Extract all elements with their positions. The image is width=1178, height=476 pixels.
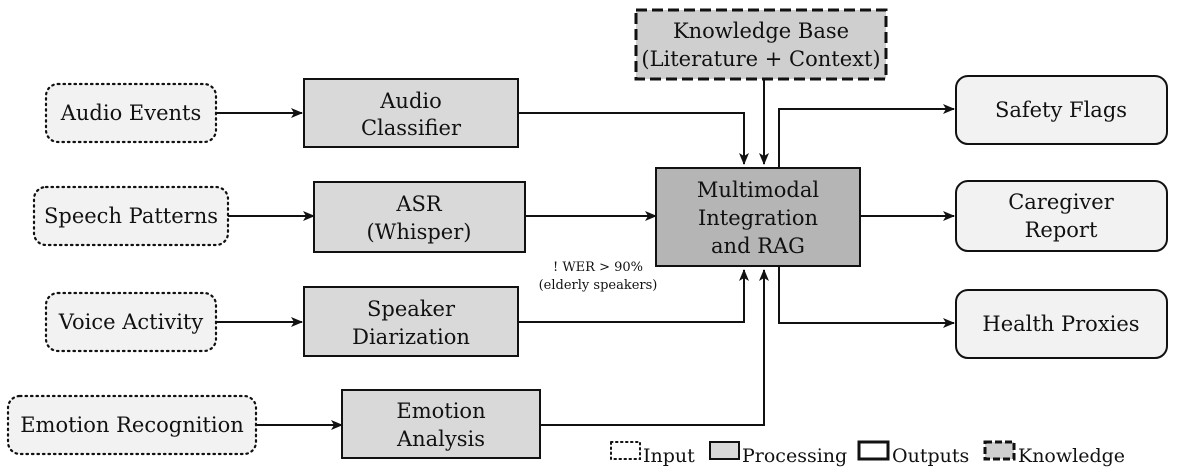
- audio-classifier-label-line2: Classifier: [361, 116, 462, 140]
- asr-label-line2: (Whisper): [367, 220, 472, 244]
- input-voice-activity-label: Voice Activity: [58, 310, 204, 334]
- edge-integration-to-health-proxies: [778, 266, 955, 328]
- input-nodes: Audio Events Speech Patterns Voice Activ…: [6, 82, 258, 456]
- integration-label-line1: Multimodal: [697, 178, 819, 202]
- emotion-analysis-label-line2: Analysis: [396, 427, 485, 451]
- processing-nodes: Audio Classifier ASR (Whisper) Speaker D…: [303, 78, 541, 459]
- knowledge-base-node: Knowledge Base (Literature + Context): [634, 8, 888, 81]
- output-safety-flags: Safety Flags: [955, 75, 1168, 145]
- output-nodes: Safety Flags Caregiver Report Health Pro…: [955, 75, 1168, 359]
- knowledge-base-label-line2: (Literature + Context): [641, 47, 880, 71]
- legend-processing-swatch: [709, 441, 740, 460]
- input-audio-events-label: Audio Events: [60, 101, 202, 125]
- input-voice-activity: Voice Activity: [44, 291, 218, 353]
- legend-outputs-label: Outputs: [892, 445, 969, 467]
- edges: [216, 79, 955, 430]
- processing-asr: ASR (Whisper): [313, 181, 526, 253]
- legend-input-swatch: [610, 441, 641, 460]
- legend-knowledge-swatch: [983, 440, 1016, 461]
- health-proxies-label: Health Proxies: [982, 312, 1139, 336]
- legend: Input Processing Outputs Knowledge: [610, 440, 1125, 467]
- input-emotion-recognition-label: Emotion Recognition: [20, 413, 244, 437]
- input-speech-patterns: Speech Patterns: [32, 185, 230, 247]
- edge-classifier-to-integration: [518, 112, 749, 165]
- wer-warning-line2: (elderly speakers): [539, 278, 658, 293]
- processing-audio-classifier: Audio Classifier: [303, 78, 519, 148]
- output-caregiver-report: Caregiver Report: [955, 180, 1168, 252]
- safety-flags-label: Safety Flags: [995, 98, 1127, 122]
- legend-processing-label: Processing: [742, 445, 847, 467]
- speaker-diarization-label-line1: Speaker: [367, 297, 456, 321]
- asr-label-line1: ASR: [395, 192, 443, 216]
- audio-classifier-label-line1: Audio: [379, 89, 442, 113]
- edge-emotion-to-integration: [540, 269, 769, 426]
- wer-warning-line1: ! WER > 90%: [553, 260, 643, 275]
- legend-knowledge-label: Knowledge: [1018, 445, 1125, 467]
- speaker-diarization-label-line2: Diarization: [352, 325, 470, 349]
- knowledge-base-label-line1: Knowledge Base: [673, 19, 849, 43]
- legend-knowledge: Knowledge: [983, 440, 1125, 467]
- input-audio-events: Audio Events: [44, 82, 218, 144]
- integration-label-line3: and RAG: [711, 234, 805, 258]
- legend-outputs: Outputs: [857, 440, 969, 467]
- input-speech-patterns-label: Speech Patterns: [44, 204, 218, 228]
- integration-node: Multimodal Integration and RAG: [655, 167, 861, 267]
- emotion-analysis-label-line1: Emotion: [396, 399, 485, 423]
- legend-input-label: Input: [643, 445, 695, 467]
- caregiver-report-label-line1: Caregiver: [1008, 190, 1115, 214]
- processing-emotion-analysis: Emotion Analysis: [341, 389, 541, 459]
- processing-speaker-diarization: Speaker Diarization: [303, 286, 519, 357]
- output-health-proxies: Health Proxies: [955, 289, 1168, 359]
- wer-warning-note: ! WER > 90% (elderly speakers): [539, 260, 658, 293]
- legend-outputs-swatch: [857, 440, 890, 461]
- edge-diarization-to-integration: [518, 269, 749, 323]
- caregiver-report-label-line2: Report: [1025, 218, 1098, 242]
- integration-label-line2: Integration: [698, 206, 818, 230]
- legend-processing: Processing: [709, 441, 847, 467]
- input-emotion-recognition: Emotion Recognition: [6, 394, 258, 456]
- legend-input: Input: [610, 441, 695, 467]
- edge-integration-to-safety-flags: [778, 104, 955, 168]
